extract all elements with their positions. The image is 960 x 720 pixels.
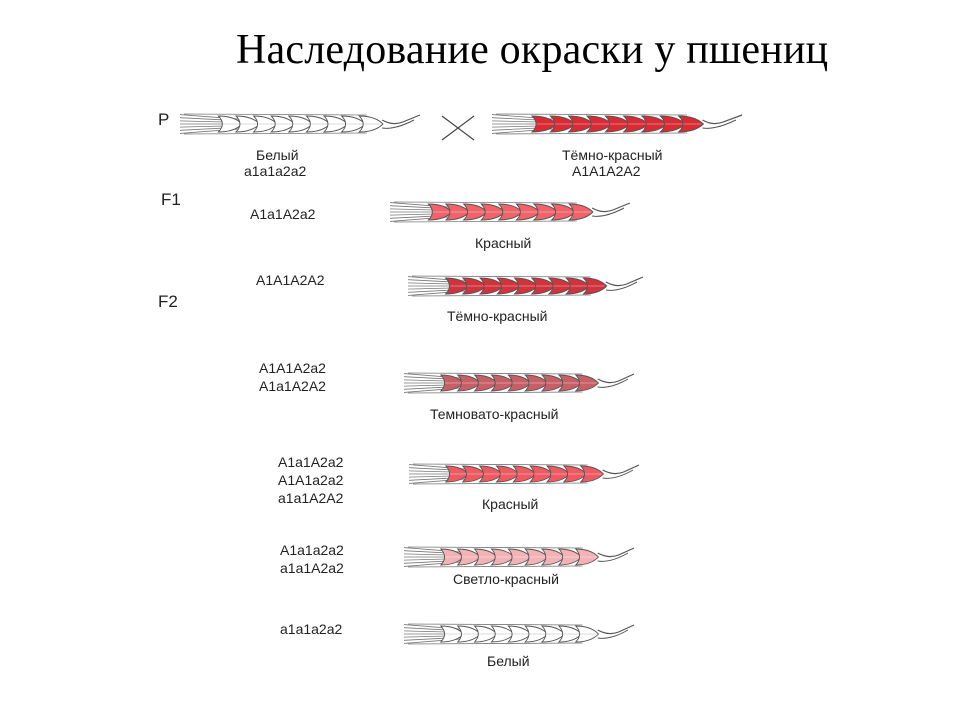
spikelets — [530, 115, 705, 133]
wheat-ear-f2-white — [403, 623, 635, 645]
wheat-ear-f1 — [389, 201, 631, 223]
stem-line — [597, 373, 635, 384]
f2-genotype-group: A1a1A2a2 A1A1a2a2 a1a1A2A2 — [278, 454, 344, 506]
f2-genotype-group: A1a1a2a2 a1a1A2a2 — [280, 542, 344, 576]
stem-line — [602, 464, 640, 475]
stem-line — [702, 114, 743, 125]
stem-line — [381, 114, 421, 125]
wheat-ear-f2-red — [408, 463, 640, 485]
spikelets — [439, 625, 600, 643]
spikelets — [444, 277, 608, 295]
cross-symbol — [441, 115, 475, 141]
f1-genotype: A1a1A2a2 — [250, 206, 316, 222]
spikelets — [217, 115, 384, 133]
generation-f1-label: F1 — [161, 190, 181, 209]
spikelets — [439, 548, 600, 566]
wheat-ear-f2-darkish-red — [403, 372, 635, 394]
generation-p-label: P — [158, 110, 170, 129]
parent-dark-red-label: Тёмно-красный — [562, 147, 663, 163]
f1-color-label: Красный — [475, 235, 532, 251]
f2-genotype-group: a1a1a2a2 — [280, 621, 343, 637]
wheat-ear-f2-light-red — [403, 546, 635, 568]
parent-dark-red-genotype: A1A1A2A2 — [572, 163, 641, 179]
parent-white-label: Белый — [256, 147, 299, 163]
awn-lines — [179, 114, 239, 134]
parent-white-genotype: a1a1a2a2 — [244, 163, 307, 179]
f2-color-label: Светло-красный — [453, 571, 559, 587]
f2-color-label: Тёмно-красный — [447, 308, 548, 324]
f2-color-label: Темновато-красный — [430, 406, 559, 422]
spikelets — [439, 374, 600, 392]
wheat-ear-dark-red-parent — [491, 113, 743, 135]
wheat-ear-white-parent — [179, 113, 421, 135]
f2-genotype-group: A1A1A2a2 A1a1A2A2 — [259, 360, 326, 394]
f2-color-label: Красный — [482, 496, 539, 512]
stem-line — [597, 624, 635, 635]
generation-f2-label: F2 — [158, 292, 178, 311]
spikelets — [427, 203, 594, 221]
wheat-ear-f2-dark-red — [407, 275, 644, 297]
stem-line — [605, 276, 644, 287]
spikelets — [444, 465, 605, 483]
page-title: Наследование окраски у пшениц — [236, 27, 829, 73]
f2-color-label: Белый — [487, 653, 530, 669]
stem-line — [597, 547, 635, 558]
f2-genotype-group: A1A1A2A2 — [256, 272, 325, 288]
stem-line — [591, 202, 631, 213]
